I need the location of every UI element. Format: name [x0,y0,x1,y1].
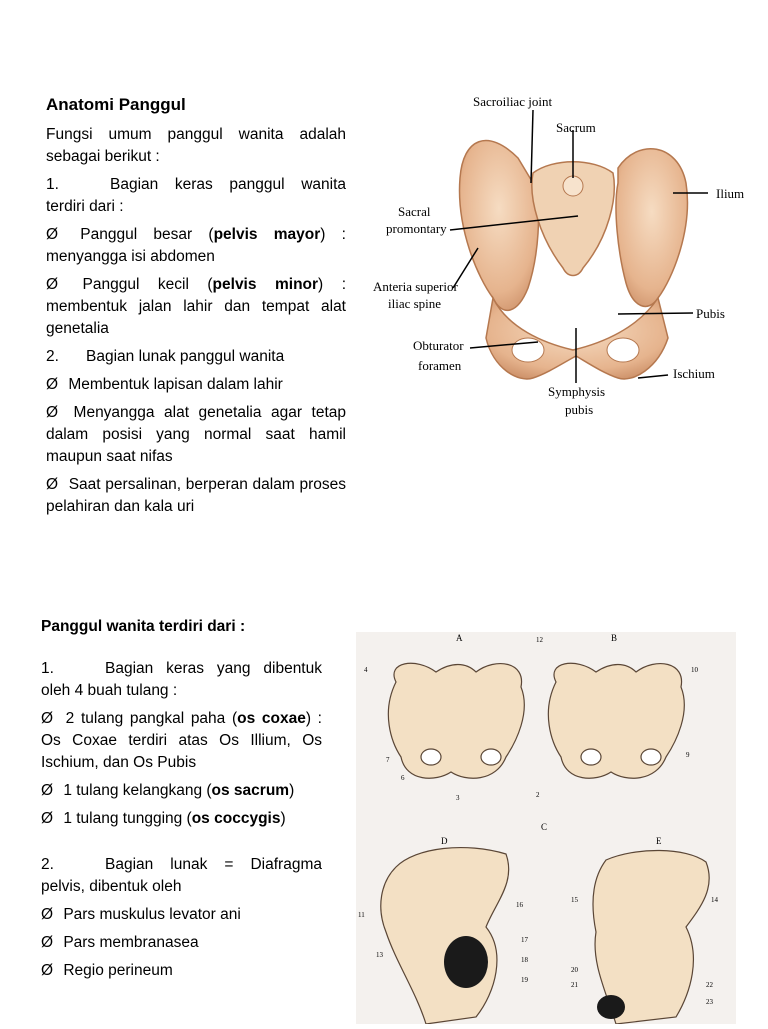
callout-label: 14 [711,896,719,904]
callout-label: 4 [364,666,368,674]
section-title: Anatomi Panggul [46,95,186,114]
label-ilium: Ilium [716,186,744,201]
callout-label: 10 [691,666,699,674]
panel-label-c: C [541,822,547,832]
list-item: Ø 1 tulang tungging (os coccygis) [41,808,322,830]
callout-label: 21 [571,981,579,989]
acetabulum-dark [597,995,625,1019]
label-sacral-promontory-1: Sacral [398,204,431,219]
panel-label-d: D [441,836,448,846]
list-item: 2.Bagian lunak = Diafragma pelvis, diben… [41,856,322,895]
callout-label: 11 [358,911,365,919]
pelvis-views-illustration: A B C D E 12 4 7 6 3 2 9 10 11 13 14 15 … [358,633,719,1025]
arrow-bullet-icon: Ø [41,934,54,951]
pelvis-anatomy-figure: Sacroiliac joint Sacrum Ilium Sacral pro… [368,88,768,438]
label-sacrum: Sacrum [556,120,596,135]
callout-label: 12 [536,636,544,644]
label-anterior-superior-1: Anteria superior [373,279,459,294]
callout-label: 17 [521,936,529,944]
label-anterior-superior-2: iliac spine [388,296,441,311]
list-item: Ø Regio perineum [41,960,322,982]
pelvis-illustration: Sacroiliac joint Sacrum Ilium Sacral pro… [373,94,744,417]
callout-label: 19 [521,976,529,984]
list-item: Ø Pars membranasea [41,932,322,954]
panel-label-b: B [611,633,617,643]
callout-label: 22 [706,981,714,989]
intro-paragraph: Fungsi umum panggul wanita adalah sebaga… [46,126,346,165]
list-item: Ø 2 tulang pangkal paha (os coxae) : Os … [41,710,322,771]
section-panggul-wanita: Panggul wanita terdiri dari : 1.Bagian k… [41,616,322,982]
callout-label: 3 [456,794,460,802]
list-item: Ø Menyangga alat genetalia agar tetap da… [46,404,347,465]
callout-label: 23 [706,998,714,1006]
callout-label: 20 [571,966,579,974]
label-symphysis-2: pubis [565,402,593,417]
section-title: Panggul wanita terdiri dari : [41,618,246,635]
label-symphysis-1: Symphysis [548,384,605,399]
arrow-bullet-icon: Ø [46,226,59,243]
leader-lines [449,109,708,383]
sacrum-shape [531,161,615,277]
arrow-bullet-icon: Ø [41,782,54,799]
callout-label: 18 [521,956,529,964]
label-obturator-1: Obturator [413,338,464,353]
arrow-bullet-icon: Ø [46,476,59,493]
label-sacroiliac-joint: Sacroiliac joint [473,94,552,109]
arrow-bullet-icon: Ø [41,710,54,727]
arrow-bullet-icon: Ø [46,376,59,393]
list-item: Ø Membentuk lapisan dalam lahir [46,374,346,396]
label-ischium: Ischium [673,366,715,381]
left-ilium-shape [458,139,540,312]
arrow-bullet-icon: Ø [41,810,54,827]
panel-label-e: E [656,836,662,846]
right-ilium-shape [615,148,689,308]
list-item: Ø Panggul besar (pelvis mayor) : menyang… [46,226,346,265]
arrow-bullet-icon: Ø [46,404,59,421]
arrow-bullet-icon: Ø [41,906,54,923]
arrow-bullet-icon: Ø [46,276,59,293]
callout-label: 16 [516,901,524,909]
list-item: Ø 1 tulang kelangkang (os sacrum) [41,780,322,802]
callout-label: 6 [401,774,405,782]
list-item: 1.Bagian keras panggul wanita terdiri da… [46,176,346,215]
pelvis-views-figure: A B C D E 12 4 7 6 3 2 9 10 11 13 14 15 … [356,632,736,1025]
callout-label: 13 [376,951,384,959]
list-item: Ø Pars muskulus levator ani [41,904,322,926]
label-sacral-promontory-2: promontary [386,221,447,236]
label-pubis: Pubis [696,306,725,321]
callout-label: 7 [386,756,390,764]
callout-label: 9 [686,751,690,759]
callout-label: 2 [536,791,540,799]
obturator-foramen-dark [444,936,488,988]
pubic-arch-shape [485,295,669,380]
list-item: 2.Bagian lunak panggul wanita [46,348,285,365]
callout-label: 15 [571,896,579,904]
list-item: Ø Panggul kecil (pelvis minor) : membent… [46,276,347,337]
arrow-bullet-icon: Ø [41,962,54,979]
panel-label-a: A [456,633,463,643]
list-item: Ø Saat persalinan, berperan dalam proses… [46,476,346,515]
list-item: 1.Bagian keras yang dibentuk oleh 4 buah… [41,660,322,699]
label-obturator-2: foramen [418,358,462,373]
section-anatomi-panggul: Anatomi Panggul Fungsi umum panggul wani… [46,94,346,518]
